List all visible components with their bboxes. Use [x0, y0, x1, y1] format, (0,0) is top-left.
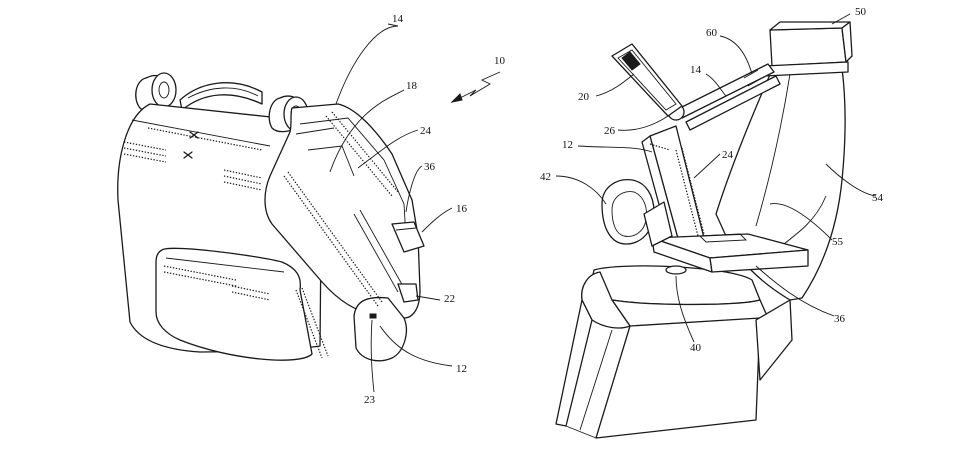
label-20: 20: [578, 91, 590, 103]
headrest-strap: [179, 82, 263, 111]
display-20: [611, 43, 683, 117]
label-50: 50: [855, 6, 867, 18]
left-view-seat-back: [117, 23, 501, 393]
tray-table-deployed: [651, 233, 809, 273]
pull-tab-lower: [183, 151, 193, 159]
clip-16: [391, 221, 425, 253]
label-10: 10: [494, 55, 506, 67]
label-42: 42: [540, 171, 551, 183]
stowed-tray-unit: [264, 25, 425, 362]
cup-holder-40: [665, 265, 687, 275]
latch-22: [397, 283, 419, 303]
label-54: 54: [872, 192, 884, 204]
headrest-50: [763, 21, 853, 77]
label-36-left: 36: [424, 161, 436, 173]
tether-14: [335, 25, 399, 105]
pull-tab-upper: [189, 131, 199, 139]
label-55: 55: [832, 236, 844, 248]
seat-chassis-legs: [555, 299, 793, 439]
label-18: 18: [406, 80, 418, 92]
label-23: 23: [364, 394, 376, 406]
label-14-left: 14: [392, 13, 404, 25]
seat-pocket-panel: [155, 247, 329, 361]
label-12-left: 12: [456, 363, 467, 375]
label-40: 40: [690, 342, 702, 354]
label-22: 22: [444, 293, 455, 305]
side-bolster-42: [601, 179, 673, 247]
label-26: 26: [604, 125, 616, 137]
label-16: 16: [456, 203, 468, 215]
knob-23: [369, 313, 377, 319]
label-14-right: 14: [690, 64, 702, 76]
reference-arrow-10: [451, 71, 501, 103]
label-60: 60: [706, 27, 718, 39]
label-24-right: 24: [722, 149, 734, 161]
right-view-seat: [555, 13, 877, 439]
label-24-left: 24: [420, 125, 432, 137]
label-36-right: 36: [834, 313, 846, 325]
label-12-right: 12: [562, 139, 573, 151]
